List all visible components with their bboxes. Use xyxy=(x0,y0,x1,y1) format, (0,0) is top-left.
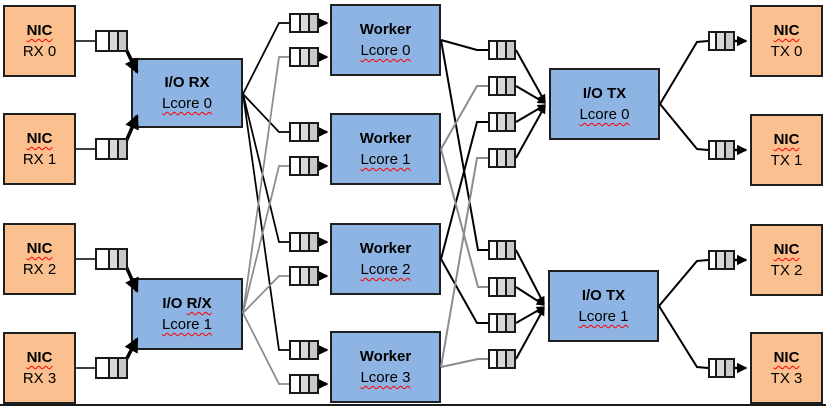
box-subtitle: Lcore 1 xyxy=(360,151,411,168)
queue-icon xyxy=(708,31,735,51)
box-title: NIC xyxy=(773,241,800,258)
box-title: I/O R/X xyxy=(162,295,212,312)
box-subtitle: RX 2 xyxy=(22,261,57,278)
queue-icon xyxy=(289,266,319,286)
nic-tx-0-box: NIC TX 0 xyxy=(750,5,823,77)
box-subtitle: TX 3 xyxy=(770,370,803,387)
io-rx-lcore-1-box: I/O R/X Lcore 1 xyxy=(131,278,243,350)
box-subtitle: TX 1 xyxy=(770,152,803,169)
queue-icon xyxy=(95,357,128,379)
frame-bottom-edge xyxy=(0,404,826,406)
box-subtitle: Lcore 0 xyxy=(161,95,213,112)
io-tx-lcore-1-box: I/O TX Lcore 1 xyxy=(548,270,659,342)
box-subtitle: TX 2 xyxy=(770,262,803,279)
queue-icon xyxy=(488,313,516,333)
box-title: Worker xyxy=(359,348,412,365)
queue-icon xyxy=(708,140,735,160)
queue-icon xyxy=(289,156,319,176)
box-title: I/O RX xyxy=(164,74,210,91)
io-rx-lcore-0-box: I/O RX Lcore 0 xyxy=(131,58,243,128)
queue-icon xyxy=(488,240,516,260)
box-subtitle: Lcore 0 xyxy=(579,106,630,123)
queue-icon xyxy=(488,277,516,297)
queue-icon xyxy=(488,76,516,96)
queue-icon xyxy=(95,138,128,160)
box-subtitle: TX 0 xyxy=(770,43,803,60)
queue-icon xyxy=(289,374,319,394)
box-title: NIC xyxy=(773,349,800,366)
queue-icon xyxy=(289,47,319,67)
box-subtitle: Lcore 1 xyxy=(161,316,213,333)
nic-tx-3-box: NIC TX 3 xyxy=(750,332,823,404)
worker-lcore-3-box: Worker Lcore 3 xyxy=(330,331,441,403)
box-subtitle: Lcore 1 xyxy=(578,308,629,325)
queue-icon xyxy=(95,30,128,52)
queue-icon xyxy=(289,122,319,142)
worker-lcore-1-box: Worker Lcore 1 xyxy=(330,113,441,185)
box-title: NIC xyxy=(26,130,53,147)
box-subtitle: Lcore 0 xyxy=(360,42,411,59)
queue-icon xyxy=(488,349,516,369)
box-subtitle: RX 1 xyxy=(22,151,57,168)
nic-rx-0-box: NIC RX 0 xyxy=(3,5,76,77)
queue-icon xyxy=(95,248,128,270)
queue-icon xyxy=(708,250,735,270)
io-tx-lcore-0-box: I/O TX Lcore 0 xyxy=(549,68,660,140)
worker-lcore-0-box: Worker Lcore 0 xyxy=(330,4,441,76)
queue-icon xyxy=(488,112,516,132)
queue-icon xyxy=(289,13,319,33)
nic-tx-1-box: NIC TX 1 xyxy=(750,114,823,186)
box-title: NIC xyxy=(26,22,53,39)
box-subtitle: Lcore 3 xyxy=(360,369,411,386)
box-title: I/O TX xyxy=(582,85,627,102)
box-title: Worker xyxy=(359,21,412,38)
queue-icon xyxy=(289,232,319,252)
queue-icon xyxy=(488,148,516,168)
box-title: I/O TX xyxy=(581,287,626,304)
box-subtitle: RX 0 xyxy=(22,43,57,60)
box-title: Worker xyxy=(359,240,412,257)
queue-icon xyxy=(289,340,319,360)
nic-rx-1-box: NIC RX 1 xyxy=(3,113,76,185)
nic-rx-3-box: NIC RX 3 xyxy=(3,332,76,404)
nic-tx-2-box: NIC TX 2 xyxy=(750,224,823,296)
box-title: NIC xyxy=(26,349,53,366)
box-title: NIC xyxy=(773,131,800,148)
box-title: NIC xyxy=(26,240,53,257)
box-subtitle: RX 3 xyxy=(22,370,57,387)
box-subtitle: Lcore 2 xyxy=(360,261,411,278)
queue-icon xyxy=(708,358,735,378)
box-title: Worker xyxy=(359,130,412,147)
worker-lcore-2-box: Worker Lcore 2 xyxy=(330,223,441,295)
nic-rx-2-box: NIC RX 2 xyxy=(3,223,76,295)
box-title: NIC xyxy=(773,22,800,39)
queue-icon xyxy=(488,40,516,60)
